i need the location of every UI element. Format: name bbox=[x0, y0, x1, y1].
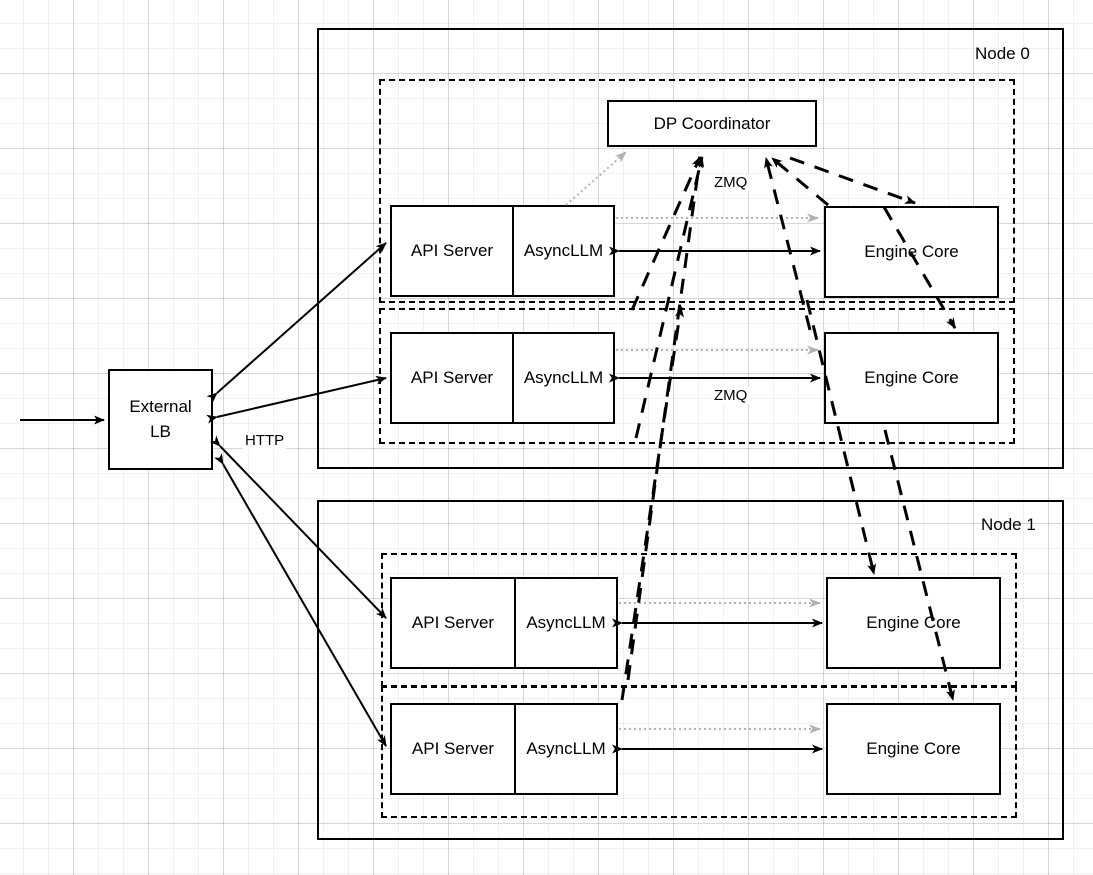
api-server-label: API Server bbox=[410, 368, 494, 387]
node-1-group-0-api-server-box[interactable]: API Server AsyncLLM bbox=[390, 577, 618, 669]
node-1-group-1-api-server-box[interactable]: API Server AsyncLLM bbox=[390, 703, 618, 795]
external-lb-label-line1: External bbox=[129, 396, 192, 416]
node-0-group-1-asyncllm-cell[interactable]: AsyncLLM bbox=[514, 334, 613, 422]
engine-core-label: Engine Core bbox=[864, 368, 959, 387]
node-1-group-0-api-server-cell[interactable]: API Server bbox=[392, 579, 516, 667]
node-0-group-1-zmq-label: ZMQ bbox=[712, 387, 750, 404]
engine-core-label: Engine Core bbox=[866, 613, 961, 632]
node-1-group-1-engine-core-box[interactable]: Engine Core bbox=[826, 703, 1001, 795]
node-1-group-0-to-coordinator-dashed bbox=[620, 306, 684, 701]
node-0-group-0-enginecore-to-coordinator-dashed bbox=[771, 156, 829, 207]
node-0-group-0-api-server-box[interactable]: API Server AsyncLLM bbox=[390, 205, 615, 297]
node-0-group-0-asyncllm-cell[interactable]: AsyncLLM bbox=[514, 207, 613, 295]
node-0-group-1-asyncllm-to-coordinator-dashed bbox=[634, 156, 705, 439]
node-0-label: Node 0 bbox=[975, 44, 1030, 63]
node-0-group-1-api-server-box[interactable]: API Server AsyncLLM bbox=[390, 332, 615, 424]
coordinator-zmq-label: ZMQ bbox=[712, 174, 750, 191]
node-1-group-1-asyncllm-cell[interactable]: AsyncLLM bbox=[516, 705, 616, 793]
asyncllm-label: AsyncLLM bbox=[526, 739, 606, 758]
lb-to-node1-group1-arrow bbox=[214, 453, 387, 747]
node-0-group-0-asyncllm-to-coordinator-dashed bbox=[630, 156, 702, 311]
node-1-group-1-to-coordinator-dashed bbox=[626, 157, 704, 681]
asyncllm-label: AsyncLLM bbox=[526, 613, 606, 632]
lb-to-node0-group0-arrow bbox=[206, 242, 387, 404]
engine-core-label: Engine Core bbox=[866, 739, 961, 758]
node-1-label: Node 1 bbox=[981, 515, 1036, 534]
node-0-group-0-boundary bbox=[379, 79, 1015, 303]
node-1-group-1-boundary bbox=[381, 686, 1017, 818]
coordinator-to-node-1-group-1-enginecore-dashed bbox=[883, 429, 955, 701]
coordinator-to-node-0-group-1-enginecore-dashed bbox=[882, 206, 957, 329]
lb-to-node0-group1-arrow bbox=[206, 375, 387, 424]
api-server-label: API Server bbox=[411, 613, 495, 632]
asyncllm-label: AsyncLLM bbox=[523, 368, 604, 387]
node-0-group-1-enginecore-to-coordinator-dashed bbox=[764, 157, 812, 331]
coordinator-to-node-0-group-0-enginecore-dashed bbox=[789, 156, 916, 205]
external-lb-label-line2: LB bbox=[150, 421, 171, 441]
node-1-group-0-asyncllm-cell[interactable]: AsyncLLM bbox=[516, 579, 616, 667]
api-server-label: API Server bbox=[410, 241, 494, 260]
dp-coordinator-box[interactable]: DP Coordinator bbox=[607, 100, 817, 147]
node-1-group-1-api-server-cell[interactable]: API Server bbox=[392, 705, 516, 793]
node-0-group-0-api-server-cell[interactable]: API Server bbox=[392, 207, 514, 295]
node-1-group-0-engine-core-box[interactable]: Engine Core bbox=[826, 577, 1001, 669]
asyncllm-to-coordinator-dotted-arrow bbox=[565, 151, 627, 206]
asyncllm-label: AsyncLLM bbox=[523, 241, 604, 260]
node-0-group-1-api-server-cell[interactable]: API Server bbox=[392, 334, 514, 422]
dp-coordinator-label: DP Coordinator bbox=[653, 113, 771, 133]
lb-to-node1-group0-arrow bbox=[209, 435, 387, 619]
api-server-label: API Server bbox=[411, 739, 495, 758]
coordinator-to-node-1-group-0-enginecore-dashed bbox=[805, 299, 876, 575]
